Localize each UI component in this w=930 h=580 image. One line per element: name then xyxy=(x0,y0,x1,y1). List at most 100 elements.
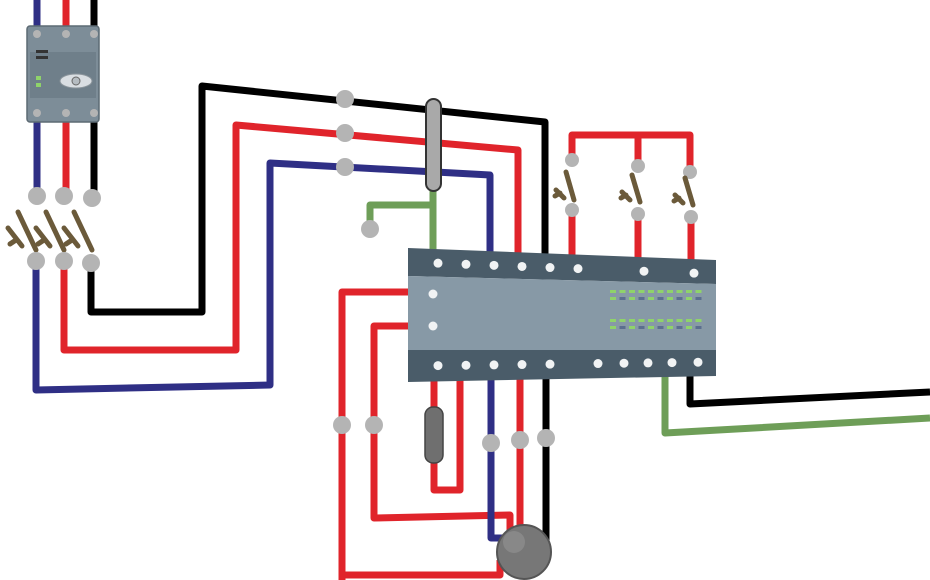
module-bottom-screw-7 xyxy=(619,358,629,368)
resistor-body xyxy=(424,406,444,464)
module-bottom-rail xyxy=(408,350,716,382)
module-top-screw-7 xyxy=(639,266,649,276)
breaker-screw-t2 xyxy=(62,30,70,38)
module-led-lower xyxy=(657,326,664,329)
module-led-green xyxy=(629,319,635,322)
switch-terminal-top-3 xyxy=(83,189,101,207)
module-led-green xyxy=(695,319,702,322)
pushbutton-terminal-top-1 xyxy=(565,153,579,167)
module-led-green xyxy=(676,290,683,293)
module-led-green xyxy=(648,319,654,322)
breaker-slot-2 xyxy=(36,56,48,59)
module-led-lower xyxy=(610,326,616,329)
module-bottom-screw-1 xyxy=(433,361,443,371)
module-bottom-screws xyxy=(433,357,703,371)
terminal-loop-inner xyxy=(365,416,383,434)
terminal-loop-outer xyxy=(333,416,351,434)
module-led-green xyxy=(657,319,664,322)
breaker-indicator-2 xyxy=(36,83,41,87)
input-pushbuttons xyxy=(552,153,698,224)
module-top-screw-4 xyxy=(517,261,527,271)
module-top-screw-3 xyxy=(489,260,499,270)
black-output-line xyxy=(686,372,930,408)
pushbutton-terminal-top-3 xyxy=(683,165,697,179)
pushbutton-contact-1[interactable] xyxy=(552,169,577,203)
module-led-green xyxy=(610,290,616,293)
motor-highlight xyxy=(503,531,525,553)
module-body xyxy=(408,276,716,350)
module-led-lower xyxy=(676,326,683,329)
module-led-lower xyxy=(648,326,654,329)
breaker-knob-screw xyxy=(71,76,81,86)
terminal-blue-line xyxy=(336,158,354,176)
module-led-green xyxy=(667,319,673,322)
module-led-green xyxy=(619,290,626,293)
line-terminals xyxy=(336,90,379,238)
module-led-lower xyxy=(695,297,702,300)
green-ground-line xyxy=(366,185,437,228)
pushbutton-red-bus xyxy=(568,131,694,170)
module-led-green xyxy=(619,319,626,322)
module-bottom-screw-9 xyxy=(667,358,677,368)
module-led-lower xyxy=(638,326,645,329)
motor[interactable] xyxy=(496,524,552,580)
switch-contact-1[interactable] xyxy=(5,209,39,253)
module-led-lower xyxy=(610,297,616,300)
module-led-lower xyxy=(686,326,692,329)
terminal-motor-black xyxy=(537,429,555,447)
controller-red-loop-inner xyxy=(370,322,514,545)
circuit-breaker xyxy=(26,25,100,123)
module-top-screw-8 xyxy=(689,268,699,278)
module-top-screw-5 xyxy=(545,263,555,273)
module-led-green xyxy=(657,290,664,293)
terminal-black-line xyxy=(336,90,354,108)
breaker-screw-b3 xyxy=(90,109,98,117)
module-bottom-screw-5 xyxy=(545,359,555,369)
module-top-screws xyxy=(433,258,699,278)
module-top-rail xyxy=(408,248,716,284)
module-bottom-screw-4 xyxy=(517,360,527,370)
red-main-line xyxy=(60,121,522,354)
green-output-line xyxy=(661,372,930,437)
module-led-green xyxy=(610,319,616,322)
module-led-lower xyxy=(667,297,673,300)
blue-main-line xyxy=(32,159,494,394)
module-side-screw-1 xyxy=(428,289,438,299)
terminal-red-line xyxy=(336,124,354,142)
pushbutton-terminal-bottom-1 xyxy=(565,203,579,217)
module-led-row-2 xyxy=(610,319,702,329)
pushbutton-contact-3[interactable] xyxy=(671,175,696,208)
module-led-lower xyxy=(657,297,664,300)
resistor[interactable] xyxy=(424,406,444,464)
module-led-green xyxy=(695,290,702,293)
module-led-lower xyxy=(686,297,692,300)
module-top-screw-6 xyxy=(573,264,583,274)
pushbutton-terminal-top-2 xyxy=(631,159,645,173)
contactor-switches xyxy=(5,187,101,272)
module-led-green xyxy=(629,290,635,293)
breaker-screw-b2 xyxy=(62,109,70,117)
output-terminals xyxy=(333,416,555,452)
module-led-lower xyxy=(619,297,626,300)
switch-terminal-bottom-2 xyxy=(55,252,73,270)
module-led-lower xyxy=(629,326,635,329)
breaker-screw-t1 xyxy=(33,30,41,38)
switch-contact-3[interactable] xyxy=(61,209,95,253)
terminal-motor-red xyxy=(511,431,529,449)
module-bottom-screw-2 xyxy=(461,360,471,370)
module-led-green xyxy=(676,319,683,322)
breaker-slot-1 xyxy=(36,50,48,53)
module-top-screw-2 xyxy=(461,259,471,269)
motor-housing xyxy=(496,524,552,580)
module-led-green xyxy=(638,319,645,322)
motor-red-feed xyxy=(342,560,504,579)
switch-terminal-top-2 xyxy=(55,187,73,205)
terminal-ground xyxy=(361,220,379,238)
bus-clamp[interactable] xyxy=(425,98,442,192)
breaker-indicator-1 xyxy=(36,76,41,80)
switch-contact-2[interactable] xyxy=(33,209,67,253)
module-led-green xyxy=(686,290,692,293)
control-module xyxy=(408,248,716,382)
pushbutton-contact-2[interactable] xyxy=(618,172,643,205)
bus-clamp-body xyxy=(425,98,442,192)
